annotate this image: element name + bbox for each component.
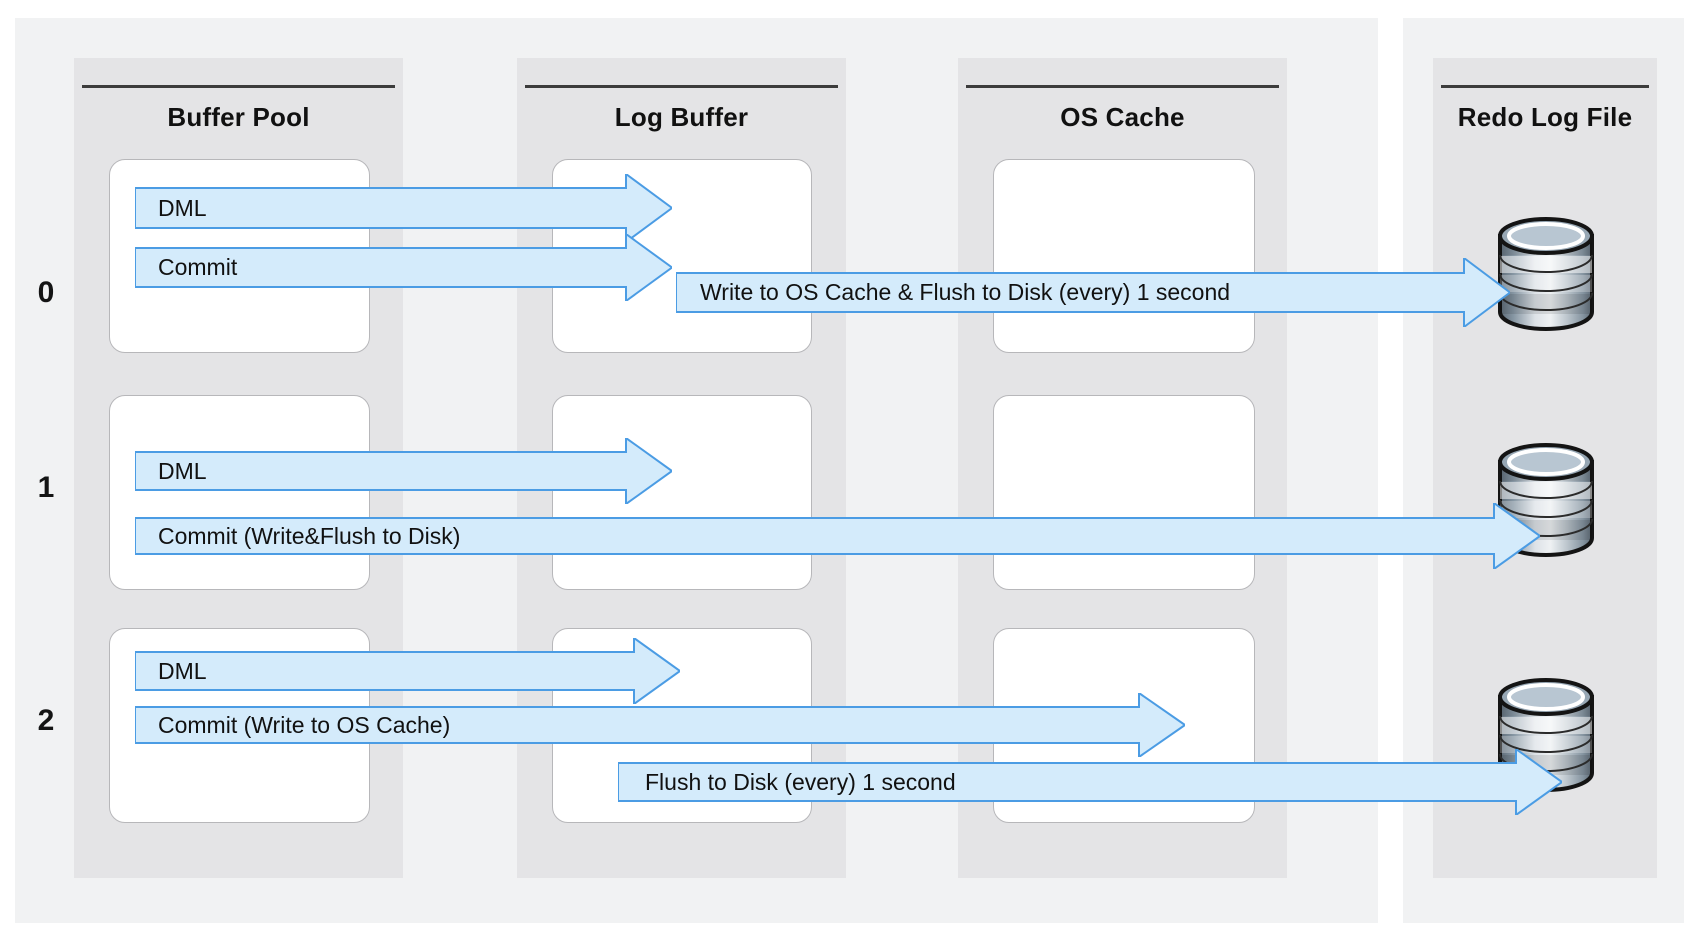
row-label-0: 0 <box>37 276 55 309</box>
arrow-r2-dml <box>135 638 680 704</box>
database-icon <box>1498 217 1594 331</box>
arrow-label-r2-commit: Commit (Write to OS Cache) <box>158 712 451 738</box>
arrow-r1-commit-write-flush <box>135 503 1540 569</box>
column-title-os-cache: OS Cache <box>1060 102 1185 132</box>
arrow-r2-flush-to-disk <box>618 749 1562 815</box>
arrow-r0-write-flush-to-disk <box>676 258 1510 327</box>
row-label-1: 1 <box>37 471 55 504</box>
arrow-label-r1-commit: Commit (Write&Flush to Disk) <box>158 523 461 549</box>
os-cache-box-row1 <box>993 395 1255 590</box>
arrow-label-r2-dml: DML <box>158 658 207 684</box>
arrow-r1-dml <box>135 438 672 504</box>
column-header-rule <box>966 85 1279 88</box>
column-header-rule <box>82 85 395 88</box>
arrow-label-r2-flush: Flush to Disk (every) 1 second <box>645 769 956 795</box>
os-cache-box-row0 <box>993 159 1255 353</box>
row-label-2: 2 <box>37 704 55 737</box>
column-title-buffer-pool: Buffer Pool <box>167 102 310 132</box>
arrow-label-r1-dml: DML <box>158 458 207 484</box>
arrow-r2-commit-write-os-cache <box>135 693 1185 757</box>
column-header-rule <box>525 85 838 88</box>
column-title-redo-log-file: Redo Log File <box>1457 102 1633 132</box>
column-title-log-buffer: Log Buffer <box>614 102 749 132</box>
arrow-label-r0-write-flush: Write to OS Cache & Flush to Disk (every… <box>700 279 1231 305</box>
arrow-label-r0-dml: DML <box>158 195 207 221</box>
arrow-r0-dml <box>135 174 672 242</box>
buffer-pool-box-row1 <box>109 395 370 590</box>
column-header-rule <box>1441 85 1649 88</box>
log-buffer-box-row1 <box>552 395 812 590</box>
arrow-r0-commit <box>135 234 672 301</box>
arrow-label-r0-commit: Commit <box>158 254 238 280</box>
